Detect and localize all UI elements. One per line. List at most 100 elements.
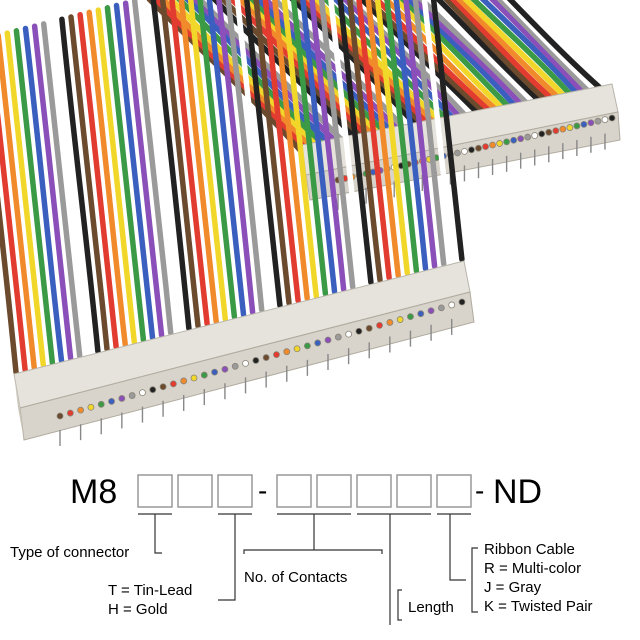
ribbon-wire: [421, 0, 456, 265]
back-connector: [301, 83, 621, 210]
label-multi-color: R = Multi-color: [484, 560, 581, 577]
ribbon-wire: [206, 0, 247, 318]
ribbon-wire: [462, 0, 570, 102]
connector-contact: [355, 327, 363, 335]
connector-contact: [538, 130, 546, 138]
ribbon-wire: [40, 21, 83, 359]
connector-contact: [376, 321, 383, 329]
connector-contact: [169, 380, 177, 388]
code-box-7: [396, 474, 432, 508]
connector-contact: [608, 114, 616, 122]
connector-contact: [468, 146, 475, 154]
connector-contact: [545, 128, 553, 136]
code-box-4: [276, 474, 312, 508]
ribbon-wire: [496, 0, 595, 97]
connector-contact: [345, 330, 353, 338]
ribbon-wire: [470, 0, 576, 100]
connector-contact: [489, 141, 496, 149]
connector-contact: [531, 132, 539, 139]
connector-contact: [559, 125, 567, 133]
ribbon-wire: [253, 0, 292, 306]
ribbon-wire: [489, 0, 588, 98]
ribbon-wire: [347, 0, 383, 283]
connector-contact: [97, 400, 105, 408]
label-twisted-pair: K = Twisted Pair: [484, 598, 593, 615]
ribbon-wire: [450, 0, 557, 104]
front-connector-pins: [56, 298, 466, 446]
connector-contact: [190, 374, 198, 382]
connector-contact: [386, 319, 394, 326]
ribbon-wire: [300, 0, 338, 295]
code-box-2: [177, 474, 213, 508]
label-length: Length: [408, 599, 454, 616]
connector-contact: [221, 365, 229, 373]
connector-contact: [283, 348, 291, 356]
label-tin-lead: T = Tin-Lead: [108, 582, 192, 599]
ribbon-wire: [234, 0, 274, 311]
connector-contact: [211, 368, 219, 376]
ribbon-wire: [225, 0, 265, 313]
connector-contact: [128, 392, 136, 399]
connector-contact: [77, 406, 85, 414]
connector-contact: [324, 336, 332, 344]
connector-contact: [458, 298, 466, 306]
connector-contact: [510, 136, 518, 144]
ribbon-wire: [418, 0, 533, 109]
ribbon-wire: [353, 0, 477, 120]
code-box-8: [436, 474, 472, 508]
connector-contact: [159, 383, 167, 391]
label-gray: J = Gray: [484, 579, 542, 596]
part-suffix: ND: [493, 473, 542, 511]
ribbon-wire: [309, 0, 347, 292]
ribbon-wire: [272, 0, 310, 302]
label-no-of-contacts: No. of Contacts: [244, 569, 347, 586]
code-box-6: [356, 474, 392, 508]
ribbon-wire: [13, 28, 56, 366]
ribbon-wire: [506, 0, 607, 94]
connector-contact: [417, 310, 425, 318]
ribbon-wire: [0, 195, 19, 375]
ribbon-wire: [0, 114, 28, 373]
ribbon-wire: [243, 0, 283, 309]
dash-1: -: [258, 475, 267, 506]
ribbon-wire: [4, 30, 47, 368]
connector-contact: [552, 127, 560, 135]
code-box-3: [217, 474, 253, 508]
connector-contact: [56, 412, 64, 420]
connector-contact: [461, 147, 468, 155]
connector-contact: [587, 119, 595, 127]
ribbon-wire: [169, 0, 210, 327]
ribbon-wire: [178, 0, 219, 325]
label-type-of-connector: Type of connector: [10, 544, 129, 561]
connector-contact: [601, 116, 609, 123]
ribbon-wire: [502, 0, 601, 96]
ribbon-wire: [290, 0, 329, 297]
ribbon-wire: [281, 0, 320, 299]
connector-contact: [448, 301, 456, 309]
connector-contact: [108, 397, 115, 405]
label-gold: H = Gold: [108, 601, 168, 618]
connector-contact: [118, 395, 126, 402]
connector-contact: [242, 359, 249, 367]
connector-contact: [200, 371, 208, 379]
ribbon-wire: [50, 18, 92, 357]
code-box-1: [137, 474, 173, 508]
ribbon-wire: [337, 0, 374, 286]
ribbon-wire: [122, 0, 165, 338]
connector-contact: [427, 307, 435, 315]
ribbon-wire: [68, 14, 110, 352]
connector-contact: [524, 133, 532, 141]
connector-contact: [365, 324, 373, 332]
ribbon-wire: [150, 0, 192, 332]
ribbon-wire: [383, 0, 420, 274]
ribbon-wire: [216, 0, 256, 315]
connector-contact: [396, 316, 404, 323]
ribbon-wire: [426, 0, 539, 108]
ribbon-wire: [31, 23, 74, 361]
ribbon-wire: [412, 0, 447, 267]
ribbon-wire: [141, 0, 183, 334]
ribbon-wire: [365, 0, 401, 279]
ribbon-wire: [430, 0, 465, 263]
